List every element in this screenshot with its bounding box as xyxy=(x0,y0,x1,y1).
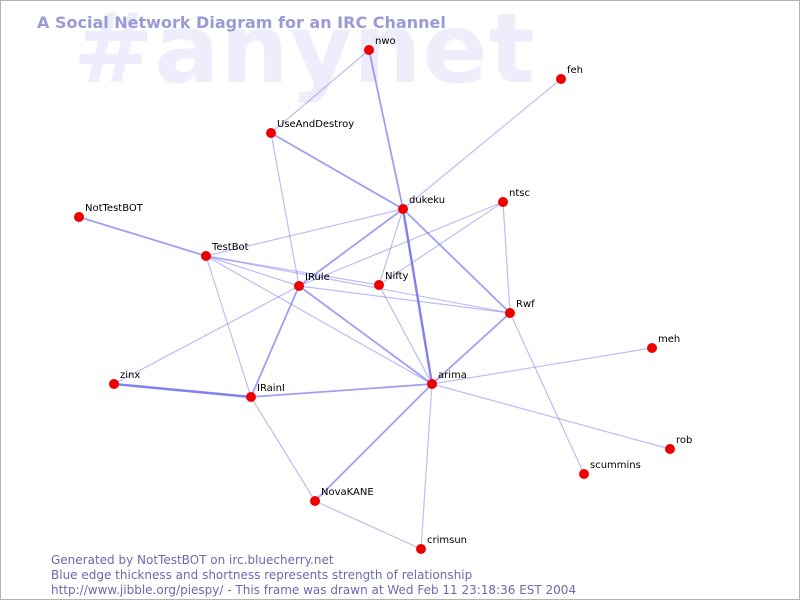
node-label-NovaKANE: NovaKANE xyxy=(321,487,374,498)
node-NotTestBOT xyxy=(74,212,84,222)
edge-dukeku-Nifty xyxy=(378,208,404,286)
node-label-dukeku: dukeku xyxy=(409,195,445,206)
edge-IRule-arima xyxy=(298,285,433,385)
node-label-UseAndDestroy: UseAndDestroy xyxy=(277,119,354,130)
edge-TestBot-Rwf xyxy=(205,255,511,314)
edge-dukeku-Rwf xyxy=(402,208,511,314)
edge-IRainI-arima xyxy=(250,383,433,398)
node-label-arima: arima xyxy=(438,370,467,381)
edge-dukeku-IRule xyxy=(298,208,404,287)
node-dukeku xyxy=(398,204,408,214)
node-label-nwo: nwo xyxy=(375,36,396,47)
node-label-ntsc: ntsc xyxy=(509,188,530,199)
node-label-meh: meh xyxy=(658,334,680,345)
footer-generated-by: Generated by NotTestBOT on irc.bluecherr… xyxy=(51,553,334,567)
node-feh xyxy=(556,74,566,84)
edge-Nifty-arima xyxy=(378,284,433,385)
node-label-Nifty: Nifty xyxy=(385,271,409,282)
footer: Generated by NotTestBOT on irc.bluecherr… xyxy=(51,553,576,598)
edge-ntsc-Nifty xyxy=(378,201,504,286)
node-IRule xyxy=(294,281,304,291)
edge-nwo-UseAndDestroy xyxy=(270,49,370,134)
node-label-zinx: zinx xyxy=(120,370,140,381)
node-arima xyxy=(427,379,437,389)
node-label-feh: feh xyxy=(567,65,583,76)
node-scummins xyxy=(579,469,589,479)
node-label-NotTestBOT: NotTestBOT xyxy=(85,203,144,214)
node-label-Rwf: Rwf xyxy=(516,299,535,310)
edge-TestBot-Nifty xyxy=(205,255,380,286)
edge-feh-dukeku xyxy=(402,78,562,210)
node-label-crimsun: crimsun xyxy=(427,535,467,546)
edge-arima-rob xyxy=(431,383,671,450)
edges-layer xyxy=(78,49,671,550)
diagram-title: A Social Network Diagram for an IRC Chan… xyxy=(37,13,446,32)
edge-nwo-dukeku xyxy=(368,49,404,210)
edge-IRule-zinx xyxy=(113,285,300,385)
node-Rwf xyxy=(505,308,515,318)
edge-ntsc-Rwf xyxy=(502,201,511,314)
edge-zinx-IRainI xyxy=(112,382,253,399)
edge-UseAndDestroy-dukeku xyxy=(270,132,404,210)
node-crimsun xyxy=(416,544,426,554)
node-label-TestBot: TestBot xyxy=(211,242,249,253)
edge-ntsc-IRule xyxy=(298,201,504,287)
node-nwo xyxy=(364,45,374,55)
node-rob xyxy=(665,444,675,454)
channel-watermark: #anynet xyxy=(73,0,536,105)
edge-TestBot-IRainI xyxy=(205,255,252,398)
node-Nifty xyxy=(374,280,384,290)
node-label-IRule: IRule xyxy=(305,272,330,283)
edge-IRule-IRainI xyxy=(250,285,300,398)
node-label-IRainI: IRainI xyxy=(257,383,285,394)
edge-NovaKANE-crimsun xyxy=(314,500,422,550)
node-ntsc xyxy=(498,197,508,207)
footer-legend-note: Blue edge thickness and shortness repres… xyxy=(51,568,473,582)
edge-meh-arima xyxy=(431,347,653,385)
edge-NotTestBOT-TestBot xyxy=(78,216,207,257)
node-meh xyxy=(647,343,657,353)
edge-UseAndDestroy-IRule xyxy=(270,132,300,287)
node-NovaKANE xyxy=(310,496,320,506)
edge-IRule-Rwf xyxy=(298,285,511,314)
node-label-scummins: scummins xyxy=(590,460,641,471)
node-UseAndDestroy xyxy=(266,128,276,138)
edge-TestBot-dukeku xyxy=(205,208,404,257)
edge-Rwf-scummins xyxy=(509,312,585,475)
edge-TestBot-arima xyxy=(205,255,433,385)
edge-TestBot-IRule xyxy=(205,255,300,287)
node-IRainI xyxy=(246,392,256,402)
edge-arima-NovaKANE xyxy=(314,383,433,502)
edge-arima-crimsun xyxy=(420,383,433,550)
edge-dukeku-arima xyxy=(401,207,434,386)
edge-Rwf-arima xyxy=(431,312,511,385)
node-label-rob: rob xyxy=(676,435,692,446)
node-zinx xyxy=(109,379,119,389)
node-TestBot xyxy=(201,251,211,261)
edge-IRainI-NovaKANE xyxy=(250,396,316,502)
footer-url-timestamp: http://www.jibble.org/piespy/ - This fra… xyxy=(51,583,577,597)
